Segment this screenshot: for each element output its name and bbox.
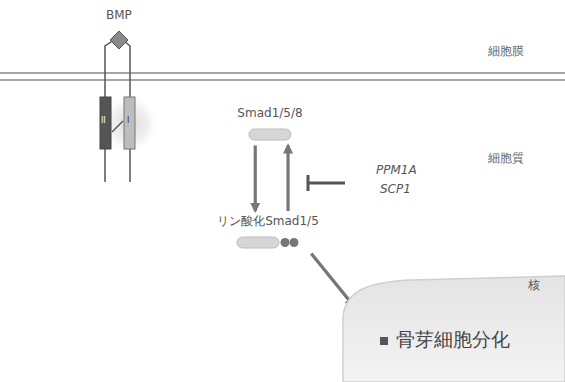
flow-arrow (286, 145, 289, 211)
inhibition-line (308, 182, 345, 185)
phospho-smad-protein: リン酸化Smad1/5 (211, 214, 325, 250)
membrane-line (0, 72, 565, 74)
outcome-label: 骨芽細胞分化 (396, 328, 510, 351)
region-title: 核 (528, 278, 540, 292)
receptor-i (124, 97, 135, 149)
receptor-link (112, 121, 123, 132)
gene-label: SCP1 (380, 182, 411, 196)
nucleus-shape (343, 276, 565, 382)
smad-protein: Smad1/5/8 (229, 106, 311, 142)
inhibition-bar (307, 175, 310, 191)
protein-shape (235, 126, 305, 142)
gene-label: PPM1A (376, 163, 417, 177)
protein-shape (233, 234, 303, 250)
protein-label: リン酸化Smad1/5 (213, 214, 323, 228)
receptor-ii (100, 97, 111, 149)
bmp-ligand (110, 31, 128, 49)
receptor-label: II (101, 116, 106, 126)
protein-pill (237, 237, 279, 248)
phosphate-dot (281, 238, 290, 247)
nucleus-region: 核骨芽細胞分化 (340, 268, 565, 382)
bullet-square (380, 337, 388, 345)
activation-glow (100, 94, 160, 154)
membrane-line (0, 79, 565, 81)
ligand-label: BMP (106, 8, 132, 22)
phosphate-dot (290, 238, 299, 247)
protein-pill (249, 129, 291, 140)
flow-arrow (311, 253, 353, 305)
flow-arrow (254, 145, 257, 211)
region-label: 細胞膜 (488, 44, 524, 58)
receptor-label: I (127, 116, 129, 126)
region-label: 細胞質 (488, 151, 524, 165)
protein-label: Smad1/5/8 (231, 106, 309, 120)
